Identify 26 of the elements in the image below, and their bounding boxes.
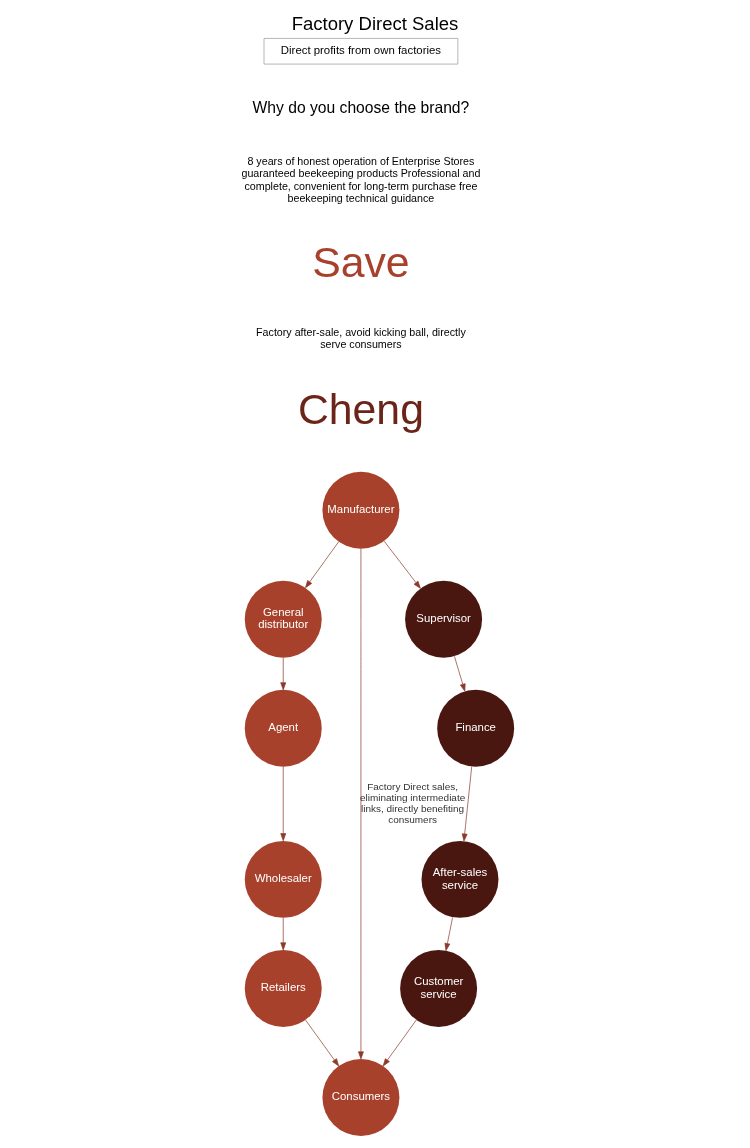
- label: Direct profits from own factories: [280, 43, 441, 56]
- arrow: [280, 917, 287, 951]
- node-circle: Agent: [244, 689, 322, 767]
- edge-label: Factory Direct sales, eliminating intermediate links, directly benefiting consumers: [359, 781, 466, 825]
- arrow: [383, 540, 421, 589]
- node-circle: Wholesaler: [244, 840, 322, 918]
- node-circle: After-sales service: [421, 840, 499, 918]
- node-circle: Finance: [437, 689, 515, 767]
- arrow: [358, 548, 364, 1060]
- arrow: [454, 656, 466, 692]
- node-circle: Retailers: [244, 949, 322, 1027]
- label: Save: [312, 238, 410, 287]
- label: Factory after-sale, avoid kicking ball, directly serve consumers: [256, 326, 466, 351]
- arrow: [305, 1019, 339, 1067]
- arrow: [305, 541, 339, 589]
- node-circle: Customer service: [400, 949, 478, 1027]
- label: Cheng: [297, 384, 424, 433]
- label: Why do you choose the brand?: [252, 98, 470, 116]
- arrow: [280, 766, 287, 842]
- arrow: [444, 917, 453, 951]
- arrow: [461, 766, 473, 842]
- diagram-title: Factory Direct Sales: [291, 12, 459, 34]
- arrow: [382, 1019, 417, 1067]
- node-circle: Manufacturer: [322, 471, 400, 549]
- label: 8 years of honest operation of Enterprise Stores guaranteed beekeeping products Professional and complete, convenient for long-term purchase free beekeeping technical guidance: [241, 155, 481, 204]
- arrow: [280, 657, 287, 691]
